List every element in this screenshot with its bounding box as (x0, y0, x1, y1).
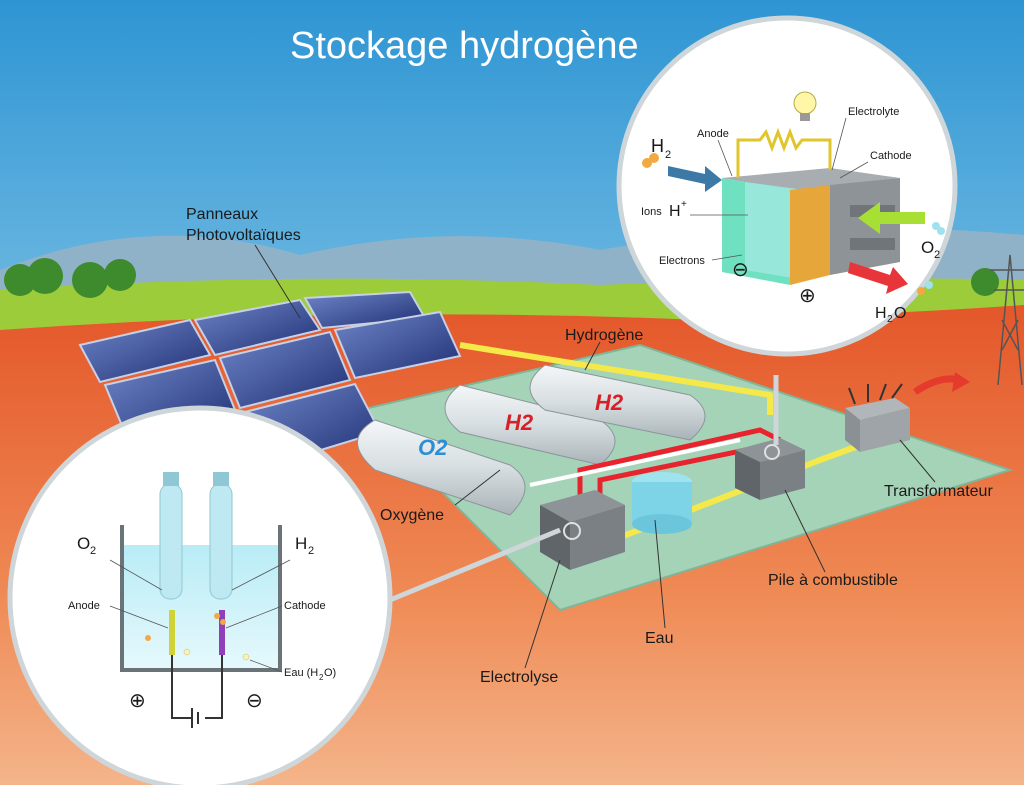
el-eau-sub: 2 (319, 673, 324, 682)
trees (4, 258, 999, 298)
el-h2-label: H (295, 534, 307, 553)
el-o2-label: O (77, 534, 90, 553)
fc-leader-lines (690, 117, 869, 261)
label-electrolyse: Electrolyse (480, 669, 558, 686)
fc-o2-label: O (921, 238, 934, 257)
label-pile: Pile à combustible (768, 572, 898, 589)
fc-plus-terminal: ⊕ (799, 285, 816, 307)
el-h2-sub: 2 (308, 545, 314, 557)
fc-o2-sub: 2 (934, 249, 940, 261)
oxygen-pipe (529, 438, 741, 487)
fuel-cell-inset: H 2 Anode Electrolyte Cathode Ions H + E… (616, 15, 958, 357)
oxygen-tank (357, 419, 526, 516)
label-eau: Eau (645, 630, 673, 647)
label-photovoltaiques: Photovoltaïques (186, 227, 301, 244)
fc-h2o-sub: 2 (887, 314, 893, 325)
electrolyser-unit (540, 490, 625, 570)
tank-label-h2-a: H2 (505, 410, 534, 435)
power-pylon (990, 254, 1024, 386)
fc-ions-h: H (669, 203, 681, 220)
output-arrow-head (952, 372, 970, 392)
fc-ions-label: Ions (641, 206, 662, 218)
fc-h2o-h: H (875, 305, 887, 322)
inset-connector-left (389, 527, 561, 603)
leader-lines (254, 244, 936, 669)
hydrogen-tank-2 (529, 364, 706, 441)
label-hydrogene: Hydrogène (565, 327, 643, 344)
fc-minus-terminal: ⊖ (732, 259, 749, 281)
fuel-cell-unit (735, 438, 805, 500)
fc-electrons-label: Electrons (659, 255, 705, 267)
fc-h2-label: H (651, 136, 664, 156)
water-tank (632, 472, 692, 534)
tank-label-h2-b: H2 (595, 390, 624, 415)
fc-anode-label: Anode (697, 128, 729, 140)
page-title: Stockage hydrogène (290, 25, 639, 67)
tank-label-o2: O2 (418, 435, 448, 460)
el-eau-label: Eau (H (284, 667, 318, 679)
fc-h2o-o: O (894, 305, 906, 322)
fc-ions-plus: + (681, 199, 687, 210)
label-oxygene: Oxygène (380, 507, 444, 524)
label-panneaux: Panneaux (186, 206, 258, 223)
hydrogen-pipe (577, 427, 782, 500)
el-anode-label: Anode (68, 600, 100, 612)
el-plus-terminal: ⊕ (129, 690, 146, 712)
el-eau-end: O) (324, 667, 336, 679)
el-o2-sub: 2 (90, 545, 96, 557)
label-transformateur: Transformateur (884, 483, 993, 500)
el-leader-lines (109, 559, 291, 673)
el-cathode-label: Cathode (284, 600, 326, 612)
fc-h2-sub: 2 (665, 149, 671, 161)
transformer-unit (845, 383, 910, 452)
el-minus-terminal: ⊖ (246, 690, 263, 712)
fc-electrolyte-label: Electrolyte (848, 106, 899, 118)
electrolysis-inset: O 2 H 2 Anode Cathode Eau (H 2 O) ⊕ ⊖ (7, 405, 393, 785)
fc-cathode-label: Cathode (870, 150, 912, 162)
